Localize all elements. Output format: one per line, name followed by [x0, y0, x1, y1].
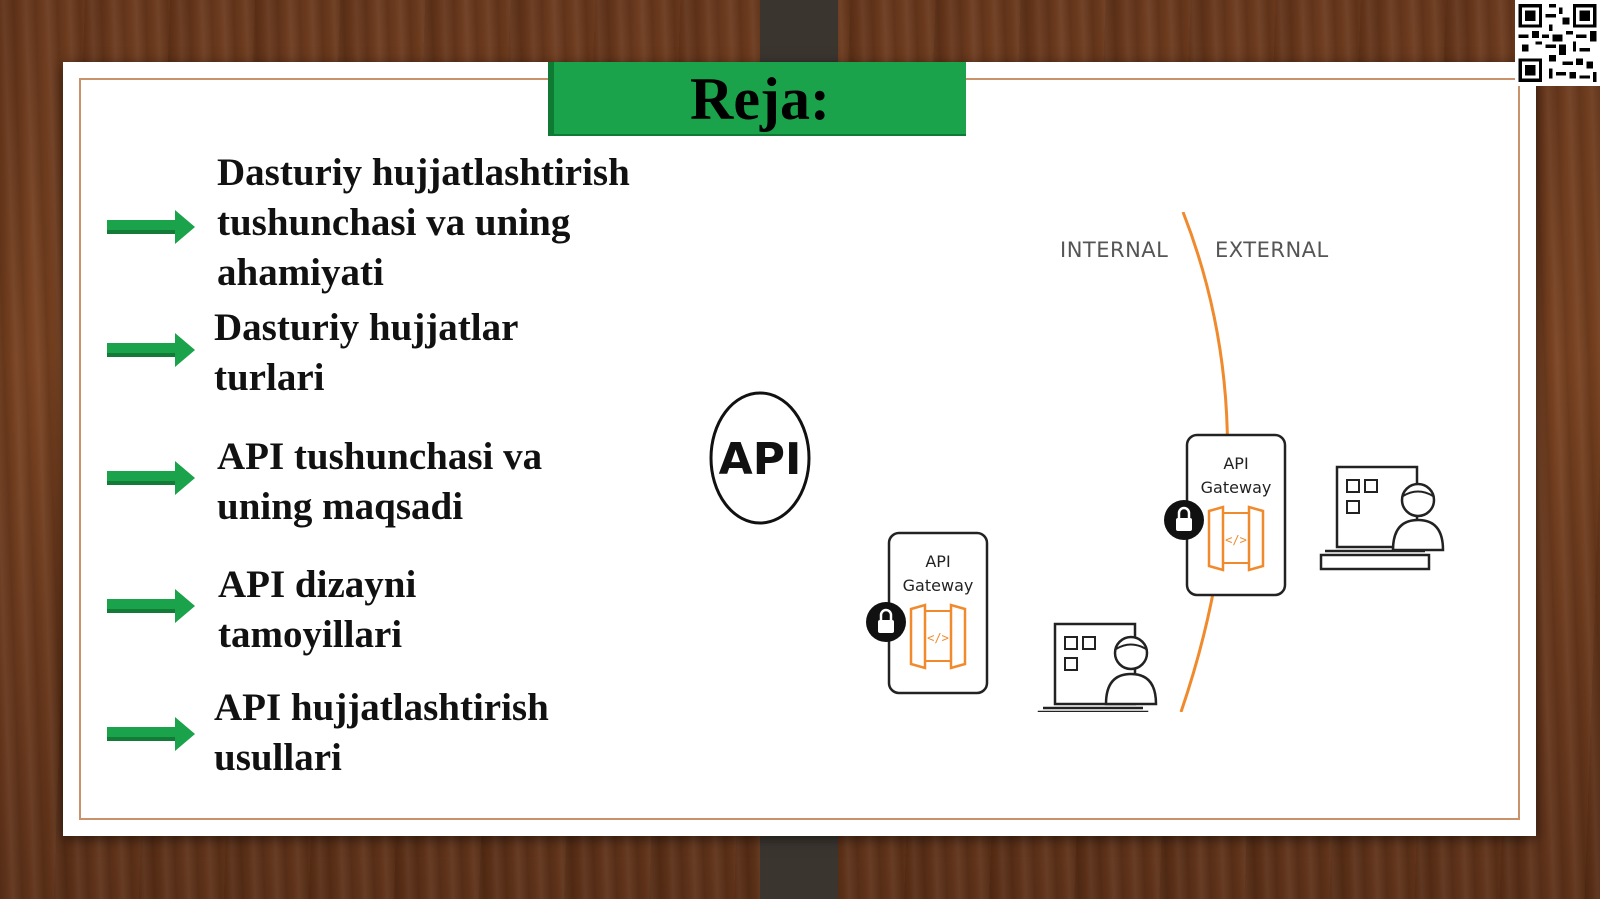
gateway-title-line2: Gateway: [1201, 478, 1272, 497]
right-arrow-icon: [107, 333, 195, 367]
padlock-icon: [866, 602, 906, 642]
user-computer-icon: [1037, 622, 1158, 712]
right-arrow-icon: [107, 210, 195, 244]
gateway-title-line1: API: [925, 552, 950, 571]
gateway-title-line2: Gateway: [903, 576, 974, 595]
padlock-icon: [1164, 500, 1204, 540]
slide-card: Reja: Dasturiy hujjatlashtirish tushunch…: [63, 62, 1536, 836]
bullet-text-3: API tushunchasi va uning maqsadi: [217, 435, 543, 528]
gateway-title-line1: API: [1223, 454, 1248, 473]
api-circle-label: API: [719, 434, 802, 485]
api-circle-icon: API: [709, 391, 811, 525]
internal-label: INTERNAL: [1060, 238, 1168, 262]
api-gateway-icon: API Gateway </>: [1185, 433, 1287, 597]
bullet-text-1: Dasturiy hujjatlashtirish tushunchasi va…: [217, 151, 630, 294]
right-arrow-icon: [107, 589, 195, 623]
qr-code-icon: [1515, 0, 1600, 86]
gateway-code-glyph: </>: [927, 631, 949, 645]
api-gateway-icon: API Gateway </>: [887, 531, 989, 695]
external-label: EXTERNAL: [1215, 238, 1329, 262]
bullet-text-4: API dizayni tamoyillari: [218, 563, 417, 656]
bullet-text-2: Dasturiy hujjatlar turlari: [214, 306, 519, 399]
api-gateway-diagram: INTERNAL EXTERNAL API API Gateway </>: [709, 212, 1445, 712]
top-binder-strip: [760, 0, 838, 64]
title-banner: Reja:: [548, 62, 966, 136]
bullet-text-5: API hujjatlashtirish usullari: [214, 686, 549, 779]
user-computer-icon: [1319, 465, 1445, 571]
slide-title: Reja:: [690, 66, 830, 132]
right-arrow-icon: [107, 461, 195, 495]
gateway-code-glyph: </>: [1225, 533, 1247, 547]
right-arrow-icon: [107, 717, 195, 751]
